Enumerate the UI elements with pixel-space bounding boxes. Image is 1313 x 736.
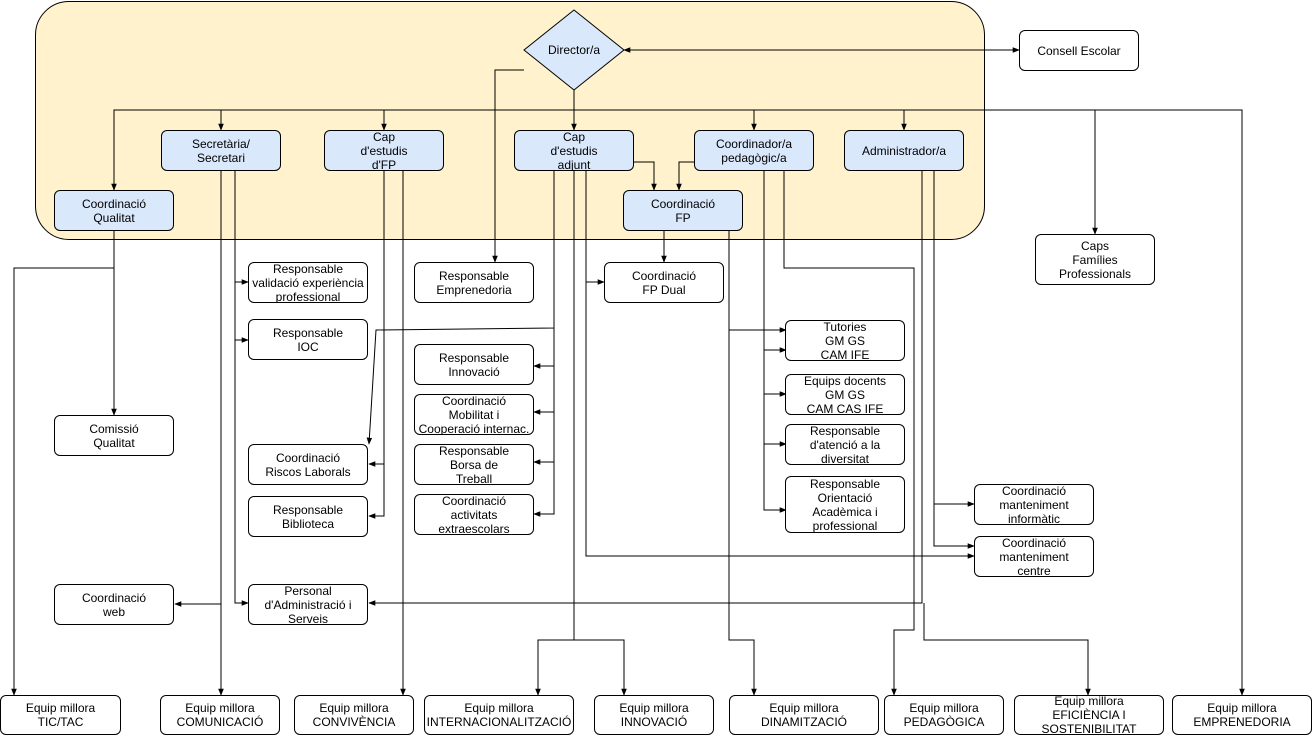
eq-dinamitzacio-box: Equip millora DINAMITZACIÓ <box>729 695 879 735</box>
coord-riscos-box: Coordinació Riscos Laborals <box>248 444 368 485</box>
eq-pedagogica-box: Equip millora PEDAGÒGICA <box>884 695 1004 735</box>
resp-borsa-box: Responsable Borsa de Treball <box>414 444 534 485</box>
eq-convivencia-box: Equip millora CONVIVÈNCIA <box>294 695 414 735</box>
resp-validacio-box: Responsable validació experiència profes… <box>248 262 368 303</box>
cap-estudis-adjunt-box: Cap d'estudis adjunt <box>514 130 634 171</box>
eq-eficiencia-box: Equip millora EFICIÈNCIA I SOSTENIBILITA… <box>1014 695 1164 735</box>
resp-diversitat-box: Responsable d'atenció a la diversitat <box>785 424 905 465</box>
comissio-qualitat-box: Comissió Qualitat <box>54 415 174 456</box>
cap-estudis-fp-box: Cap d'estudis d'FP <box>324 130 444 171</box>
caps-families-box: Caps Famílies Professionals <box>1035 234 1155 285</box>
secretaria-box: Secretària/ Secretari <box>161 130 281 171</box>
coord-mobilitat-box: Coordinació Mobilitat i Cooperació inter… <box>414 394 534 435</box>
coordinacio-qualitat-box: Coordinació Qualitat <box>54 190 174 231</box>
eq-tic-box: Equip millora TIC/TAC <box>0 695 121 735</box>
direction-team-band <box>35 1 985 240</box>
eq-emprenedoria-box: Equip millora EMPRENEDORIA <box>1172 695 1312 735</box>
director-label: Director/a <box>547 43 600 57</box>
coord-extraescolars-box: Coordinació activitats extraescolars <box>414 494 534 535</box>
tutories-box: Tutories GM GS CAM IFE <box>785 320 905 361</box>
resp-biblioteca-box: Responsable Biblioteca <box>248 496 368 537</box>
resp-orientacio-box: Responsable Orientació Acadèmica i profe… <box>785 476 905 533</box>
equips-docents-box: Equips docents GM GS CAM CAS IFE <box>785 374 905 415</box>
eq-internacionalitzacio-box: Equip millora INTERNACIONALITZACIÓ <box>424 695 574 735</box>
director-diamond <box>523 9 625 91</box>
eq-comunicacio-box: Equip millora COMUNICACIÓ <box>160 695 280 735</box>
administrador-box: Administrador/a <box>844 130 964 171</box>
eq-innovacio-box: Equip millora INNOVACIÓ <box>594 695 714 735</box>
resp-emprenedoria-box: Responsable Emprenedoria <box>414 262 534 303</box>
coord-manteniment-informatic-box: Coordinació manteniment informàtic <box>974 484 1094 525</box>
resp-ioc-box: Responsable IOC <box>248 319 368 360</box>
personal-admin-box: Personal d'Administració i Serveis <box>248 584 368 625</box>
coord-fp-dual-box: Coordinació FP Dual <box>604 262 724 303</box>
coordinador-pedagogic-box: Coordinador/a pedagògic/a <box>694 130 814 171</box>
consell-escolar-box: Consell Escolar <box>1019 30 1139 71</box>
coord-web-box: Coordinació web <box>54 584 174 625</box>
resp-innovacio-box: Responsable Innovació <box>414 344 534 385</box>
coordinacio-fp-box: Coordinació FP <box>623 190 743 231</box>
coord-manteniment-centre-box: Coordinació manteniment centre <box>974 536 1094 577</box>
